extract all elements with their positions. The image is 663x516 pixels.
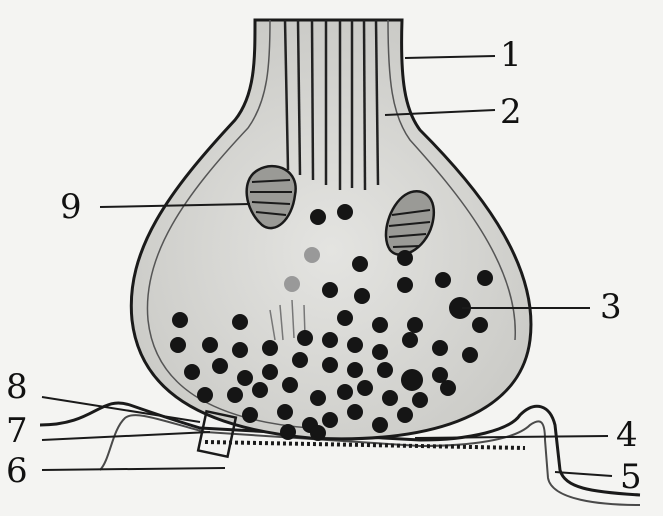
label-6: 6 (6, 454, 28, 488)
vesicle (282, 377, 298, 393)
vesicle (197, 387, 213, 403)
vesicle (284, 276, 300, 292)
vesicle (322, 412, 338, 428)
vesicle (310, 209, 326, 225)
vesicle (372, 417, 388, 433)
vesicle (212, 358, 228, 374)
vesicle (252, 382, 268, 398)
vesicle (170, 337, 186, 353)
vesicle (232, 342, 248, 358)
vesicle (352, 256, 368, 272)
vesicle (372, 317, 388, 333)
vesicle (397, 277, 413, 293)
vesicle (472, 317, 488, 333)
vesicle (310, 425, 326, 441)
label-7: 7 (6, 414, 28, 448)
vesicle (440, 380, 456, 396)
vesicle (397, 250, 413, 266)
vesicle (237, 370, 253, 386)
leader-4 (415, 436, 608, 438)
vesicle (372, 344, 388, 360)
vesicle (322, 332, 338, 348)
vesicle (304, 247, 320, 263)
label-4: 4 (616, 418, 638, 452)
vesicle (202, 337, 218, 353)
leader-7 (42, 432, 210, 440)
label-9: 9 (60, 190, 82, 224)
vesicle (477, 270, 493, 286)
vesicle (402, 332, 418, 348)
leader-6 (42, 468, 225, 470)
leader-8 (42, 397, 200, 422)
vesicle (262, 364, 278, 380)
vesicle (347, 404, 363, 420)
vesicle (337, 310, 353, 326)
vesicle (242, 407, 258, 423)
vesicle (462, 347, 478, 363)
vesicle (184, 364, 200, 380)
label-8: 8 (6, 370, 28, 404)
vesicle (354, 288, 370, 304)
vesicle (322, 282, 338, 298)
leader-1 (405, 56, 495, 58)
vesicle (232, 314, 248, 330)
vesicle (347, 337, 363, 353)
vesicle (347, 362, 363, 378)
vesicle (297, 330, 313, 346)
vesicle (280, 424, 296, 440)
vesicle (262, 340, 278, 356)
vesicle (412, 392, 428, 408)
vesicle (357, 380, 373, 396)
label-3: 3 (600, 290, 622, 324)
vesicle (277, 404, 293, 420)
vesicle (397, 407, 413, 423)
label-1: 1 (500, 38, 522, 72)
vesicle (172, 312, 188, 328)
vesicle (227, 387, 243, 403)
vesicle (337, 204, 353, 220)
vesicle (337, 384, 353, 400)
vesicle (401, 369, 423, 391)
vesicle (407, 317, 423, 333)
label-5: 5 (620, 460, 642, 494)
vesicle (382, 390, 398, 406)
vesicle (310, 390, 326, 406)
vesicle (292, 352, 308, 368)
vesicle (435, 272, 451, 288)
vesicle (432, 340, 448, 356)
vesicle (322, 357, 338, 373)
label-2: 2 (500, 95, 522, 129)
vesicle (377, 362, 393, 378)
